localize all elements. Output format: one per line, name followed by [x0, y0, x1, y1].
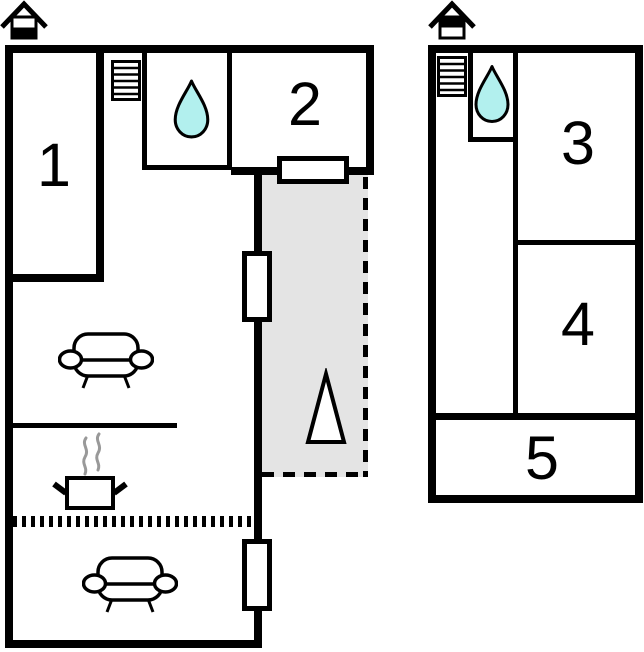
- house-upper-floor-icon: [428, 0, 476, 40]
- staircase-icon: [437, 56, 467, 97]
- wall: [254, 167, 262, 648]
- wall: [515, 240, 635, 245]
- steam-icon: [82, 436, 89, 476]
- water-drop-icon: [173, 79, 210, 139]
- wall: [468, 52, 473, 142]
- wall: [142, 52, 147, 170]
- terrace-dashed-border: [363, 177, 368, 477]
- steam-icon: [95, 432, 102, 472]
- room-5-label: 5: [525, 423, 559, 492]
- wall: [96, 45, 104, 282]
- wall: [227, 52, 232, 170]
- wall: [5, 45, 13, 648]
- room-2-label: 2: [288, 69, 322, 138]
- sofa-icon: [58, 332, 154, 389]
- window-marker: [242, 251, 272, 322]
- wall: [142, 165, 232, 170]
- wall: [513, 52, 518, 413]
- room-4-label: 4: [561, 289, 595, 358]
- water-drop-icon: [474, 65, 510, 123]
- wall: [13, 423, 177, 428]
- wall: [436, 413, 635, 420]
- room-1-label: 1: [37, 130, 71, 199]
- wall: [428, 45, 436, 503]
- wall: [428, 45, 643, 53]
- wall: [366, 45, 374, 175]
- cooking-pot-icon: [52, 432, 128, 510]
- wall: [635, 45, 643, 503]
- staircase-icon: [111, 60, 141, 101]
- wall: [5, 45, 374, 53]
- window-marker: [242, 539, 272, 611]
- terrace-dashed-border: [262, 472, 368, 477]
- wall: [5, 274, 104, 282]
- room-3-label: 3: [561, 108, 595, 177]
- wall: [468, 137, 516, 142]
- wall: [5, 640, 262, 648]
- door-marker: [277, 156, 349, 184]
- wall: [428, 495, 643, 503]
- terrace-triangle-icon: [305, 368, 347, 444]
- sofa-icon: [82, 556, 178, 613]
- house-ground-floor-icon: [0, 0, 48, 40]
- dotted-partition: [13, 516, 252, 527]
